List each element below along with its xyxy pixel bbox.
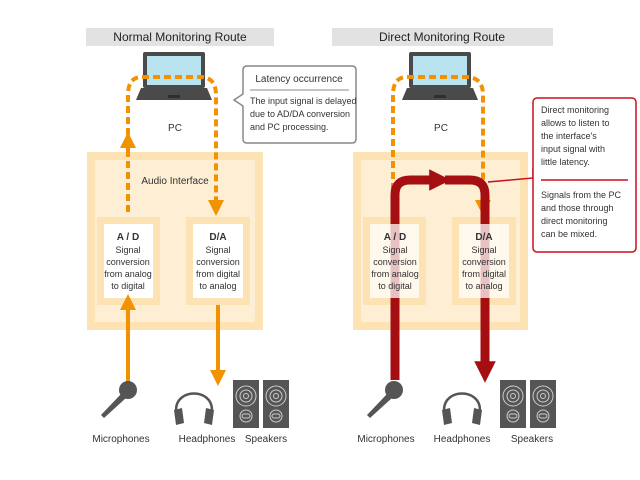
da-line: to analog	[199, 281, 236, 291]
panel-title: Normal Monitoring Route	[113, 30, 247, 44]
ad-converter-box: A / D Signal conversion from analog to d…	[370, 224, 419, 298]
speaker-icon	[262, 379, 290, 429]
ad-converter-box: A / D Signal conversion from analog to d…	[97, 217, 160, 305]
ad-title: A / D	[384, 232, 406, 243]
da-title: D/A	[209, 232, 226, 243]
direct-monitor-path	[390, 169, 451, 380]
ad-line: Signal	[115, 245, 140, 255]
microphones-label: Microphones	[357, 434, 414, 445]
da-converter-box: D/A Signal conversion from digital to an…	[186, 217, 250, 305]
direct-monitor-output	[445, 175, 496, 383]
callout-line: Signals from the PC	[541, 190, 622, 200]
panel-title: Direct Monitoring Route	[379, 30, 505, 44]
microphones-label: Microphones	[92, 434, 149, 445]
digital-signal-path	[126, 75, 224, 216]
da-line: from digital	[462, 269, 506, 279]
callout-line: The input signal is delayed	[250, 96, 357, 106]
callout-line: Direct monitoring	[541, 105, 609, 115]
callout-line: little latency.	[541, 157, 590, 167]
da-line: to analog	[465, 281, 502, 291]
speakers-label: Speakers	[245, 434, 287, 445]
da-line: conversion	[196, 257, 240, 267]
ad-line: Signal	[382, 245, 407, 255]
ad-line: from analog	[104, 269, 152, 279]
microphone-icon	[101, 381, 137, 418]
speaker-icon	[232, 379, 260, 429]
ad-line: to digital	[111, 281, 145, 291]
callout-line: and PC processing.	[250, 122, 329, 132]
headphones-icon	[172, 392, 216, 427]
ad-line: conversion	[373, 257, 417, 267]
ad-line: from analog	[371, 269, 419, 279]
da-line: Signal	[205, 245, 230, 255]
callout-line: the interface's	[541, 131, 597, 141]
da-converter-box: D/A Signal conversion from digital to an…	[459, 224, 509, 298]
callout-line: input signal with	[541, 144, 605, 154]
direct-monitoring-callout: Direct monitoring allows to listen to th…	[487, 97, 637, 253]
ad-title: A / D	[117, 232, 139, 243]
microphone-icon	[367, 381, 403, 418]
speaker-icon	[529, 379, 557, 429]
normal-route-panel: Normal Monitoring Route PC Audio Interfa…	[86, 28, 357, 445]
da-line: from digital	[196, 269, 240, 279]
callout-line: can be mixed.	[541, 229, 597, 239]
direct-route-panel: Direct Monitoring Route PC Audio Interfa…	[332, 28, 637, 445]
headphones-icon	[440, 392, 484, 427]
pc-label: PC	[434, 123, 448, 134]
speakers-label: Speakers	[511, 434, 553, 445]
callout-line: allows to listen to	[541, 118, 610, 128]
digital-signal-path	[391, 75, 491, 216]
title-bar	[332, 28, 553, 46]
latency-callout: Latency occurrence The input signal is d…	[232, 65, 357, 144]
da-title: D/A	[475, 232, 492, 243]
da-line: Signal	[471, 245, 496, 255]
title-bar	[86, 28, 274, 46]
ad-line: to digital	[378, 281, 412, 291]
ad-line: conversion	[106, 257, 150, 267]
headphones-label: Headphones	[179, 434, 236, 445]
callout-title: Latency occurrence	[255, 74, 343, 85]
da-line: conversion	[462, 257, 506, 267]
callout-line: direct monitoring	[541, 216, 608, 226]
headphones-label: Headphones	[434, 434, 491, 445]
speaker-icon	[499, 379, 527, 429]
callout-line: due to AD/DA conversion	[250, 109, 350, 119]
interface-label: Audio Interface	[141, 176, 209, 187]
callout-line: and those through	[541, 203, 614, 213]
pc-label: PC	[168, 123, 182, 134]
